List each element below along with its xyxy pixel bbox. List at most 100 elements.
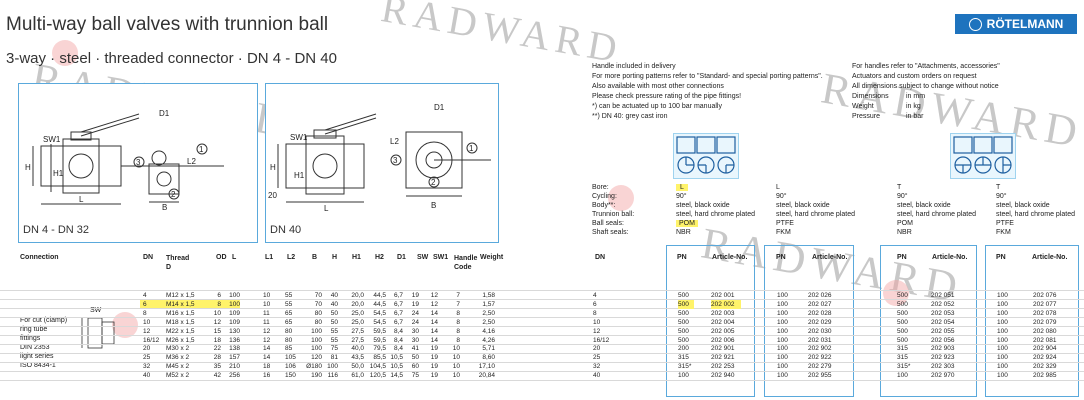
- table-cell-l2: 150: [285, 372, 296, 380]
- table-cell-sw1: 19: [430, 354, 438, 362]
- table-cell-od: 35: [213, 363, 221, 371]
- table-cell-article: 202 031: [808, 336, 832, 344]
- table-cell-w: 2,50: [482, 318, 495, 326]
- spec-value: FKM: [996, 229, 1011, 236]
- table-cell-sw1: 14: [430, 309, 438, 317]
- table-cell-dn-right: 10: [593, 318, 601, 326]
- table-cell-article: 202 028: [808, 309, 832, 317]
- table-cell-article: 202 253: [711, 363, 735, 371]
- table-cell-article: 202 076: [1033, 292, 1057, 299]
- table-header-l2: L2: [287, 254, 296, 261]
- table-cell-sw1: 19: [430, 372, 438, 380]
- spec-value-highlight: L: [676, 184, 688, 191]
- table-cell-article: 100: [997, 300, 1008, 308]
- spec-value: 90°: [676, 193, 687, 200]
- table-cell-article: 202 052: [931, 300, 955, 308]
- table-cell-od: 6: [217, 292, 221, 299]
- table-cell-dn: 10: [143, 318, 151, 326]
- table-cell-article: 315: [897, 345, 908, 353]
- table-cell-article: 100: [777, 309, 788, 317]
- table-cell-l1: 16: [263, 372, 271, 380]
- row-divider: [0, 343, 1084, 345]
- note-line: Handle included in delivery: [592, 63, 676, 70]
- spec-column-4: T 90° steel, black oxide steel, hard chr…: [996, 183, 1075, 237]
- table-cell-article: 202 053: [931, 309, 955, 317]
- table-cell-article: 100: [997, 309, 1008, 317]
- table-cell-thread: M52 x 2: [166, 372, 190, 380]
- dim-l2: L2: [390, 137, 399, 146]
- table-cell-l: 138: [229, 345, 240, 353]
- table-cell-article: 315: [897, 354, 908, 362]
- table-cell-w: 2,50: [482, 309, 495, 317]
- table-cell-l2: 55: [285, 300, 293, 308]
- table-cell-article: 202 004: [711, 318, 735, 326]
- table-cell-sw: 30: [411, 327, 419, 335]
- spec-value: T: [897, 184, 902, 191]
- table-cell-d1: 8,4: [393, 345, 403, 353]
- table-cell-sw1: 14: [430, 318, 438, 326]
- spec-value: NBR: [897, 229, 912, 236]
- table-cell-od: 12: [213, 318, 221, 326]
- table-cell-l2: 65: [285, 318, 293, 326]
- table-cell-l2: 106: [285, 363, 296, 371]
- connection-note-line: For cut (clamp): [20, 317, 68, 324]
- table-cell-article: 202 027: [808, 300, 832, 308]
- table-cell-code: 10: [452, 345, 460, 353]
- table-cell-l1: 12: [263, 327, 271, 335]
- dim-sw1: SW1: [43, 135, 61, 144]
- spec-value: steel, black oxide: [676, 202, 730, 209]
- spec-value: steel, hard chrome plated: [676, 211, 755, 218]
- table-cell-l1: 10: [263, 292, 271, 299]
- table-header-article: Article-No.: [812, 254, 848, 261]
- table-cell-l2: 80: [285, 336, 293, 344]
- table-cell-h2: 44,5: [373, 300, 386, 308]
- row-divider: [0, 335, 1084, 336]
- table-cell-d1: 8,4: [393, 327, 403, 335]
- table-cell-od: 22: [213, 345, 221, 353]
- table-cell-b: 100: [311, 345, 322, 353]
- table-cell-dn-right: 8: [593, 309, 597, 317]
- table-cell-od: 28: [213, 354, 221, 362]
- table-cell-l1: 18: [263, 363, 271, 371]
- dim-l: L: [79, 195, 84, 204]
- table-cell-h2: 85,5: [373, 354, 386, 362]
- spec-value: 90°: [776, 193, 787, 200]
- note-line: Please check pressure rating of the pipe…: [592, 93, 742, 100]
- note-line: For more porting patterns refer to "Stan…: [592, 73, 823, 80]
- table-cell-article: 500: [897, 336, 908, 344]
- spec-value: PTFE: [996, 220, 1014, 227]
- connection-note-line: ring tube: [20, 326, 48, 333]
- table-cell-b: 80: [314, 318, 322, 326]
- table-cell-b: 80: [314, 309, 322, 317]
- table-cell-d1: 10,5: [390, 354, 403, 362]
- table-cell-w: 1,57: [482, 300, 495, 308]
- table-cell-article: 202 924: [1033, 354, 1057, 362]
- dim-sw1: SW1: [290, 133, 308, 142]
- table-cell-thread: M18 x 1,5: [166, 318, 195, 326]
- table-cell-b: 70: [314, 300, 322, 308]
- table-cell-h1: 20,0: [351, 300, 364, 308]
- table-cell-l: 109: [229, 309, 240, 317]
- dim-h: H: [270, 163, 276, 172]
- table-cell-od: 8: [217, 300, 221, 308]
- logo-mark-icon: [968, 17, 982, 31]
- port-2: 2: [171, 190, 176, 199]
- table-cell-article: 315*: [897, 363, 911, 371]
- table-cell-sw: 30: [411, 336, 419, 344]
- table-cell-dn: 4: [143, 292, 147, 299]
- table-cell-article: 500: [897, 292, 908, 299]
- spec-value: PTFE: [776, 220, 794, 227]
- table-cell-article: 202 077: [1033, 300, 1057, 308]
- table-cell-b: 100: [311, 327, 322, 335]
- article-box-4: [985, 245, 1079, 397]
- table-cell-article: 202 922: [808, 354, 832, 362]
- table-header-dn-right: DN: [595, 254, 606, 261]
- table-cell-dn: 40: [143, 372, 151, 380]
- table-cell-article: 202 056: [931, 336, 955, 344]
- table-cell-article: 202 030: [808, 327, 832, 335]
- table-cell-d1: 6,7: [393, 318, 403, 326]
- table-cell-b: Ø180: [306, 363, 322, 371]
- table-cell-dn: 32: [143, 363, 151, 371]
- watermark-dot: [608, 185, 634, 211]
- table-cell-h: 50: [330, 309, 338, 317]
